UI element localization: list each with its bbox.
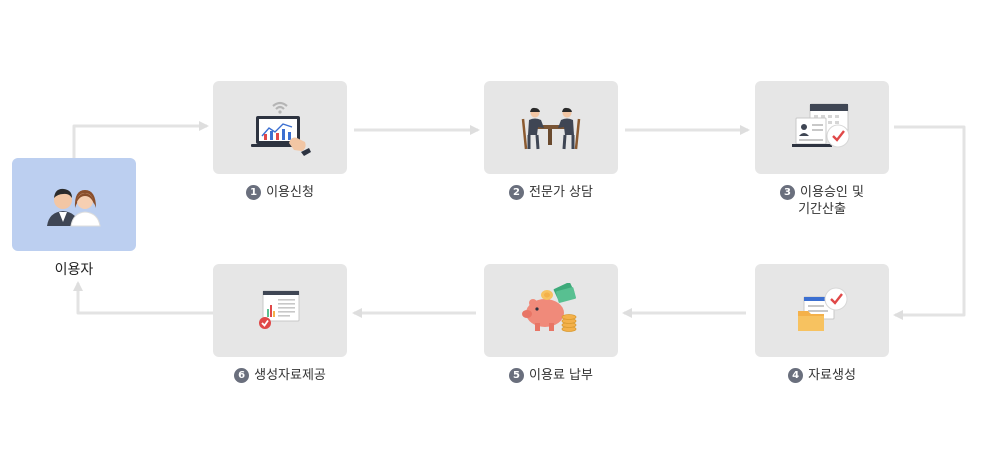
user-label: 이용자 [54, 262, 94, 278]
consultation-icon [521, 107, 581, 149]
step-5-text: 이용료 납부 [529, 368, 593, 383]
approval-calendar-icon [792, 103, 850, 147]
piggy-bank-icon [522, 282, 577, 332]
step-2-number-badge: 2 [509, 185, 525, 200]
user-box [12, 158, 136, 251]
step-5-label: 5 이용료 납부 [466, 367, 636, 384]
arrow-user-to-step1 [72, 121, 209, 158]
report-document-icon [259, 290, 300, 329]
step-5-number-badge: 5 [509, 368, 525, 383]
step-6-box [213, 264, 347, 357]
step-1-label: 1 이용신청 [195, 184, 365, 201]
step-3-text-line-2: 기간산출 [798, 202, 846, 217]
step-3-label: 3 이용승인 및 기간산출 [737, 184, 907, 218]
step-4-label: 4 자료생성 [737, 367, 907, 384]
arrow-step6-to-user [73, 281, 213, 315]
step-6-text: 생성자료제공 [254, 368, 326, 383]
step-4-box [755, 264, 889, 357]
data-folder-icon [798, 287, 848, 331]
step-3-box [755, 81, 889, 174]
laptop-chart-icon [251, 101, 311, 156]
step-1-box [213, 81, 347, 174]
step-6-label: 6 생성자료제공 [195, 367, 365, 384]
step-4-number-badge: 4 [788, 368, 804, 383]
step-3-number-badge: 3 [780, 185, 796, 200]
step-2-label: 2 전문가 상담 [466, 184, 636, 201]
step-2-text: 전문가 상담 [529, 185, 593, 200]
step-3-text-line-1: 이용승인 및 [800, 185, 864, 200]
step-1-number-badge: 1 [246, 185, 262, 200]
arrow-step3-to-step4 [893, 125, 966, 320]
step-5-box [484, 264, 618, 357]
step-6-number-badge: 6 [234, 368, 250, 383]
step-2-box [484, 81, 618, 174]
step-4-text: 자료생성 [808, 368, 856, 383]
step-1-text: 이용신청 [266, 185, 314, 200]
users-icon [47, 188, 101, 226]
